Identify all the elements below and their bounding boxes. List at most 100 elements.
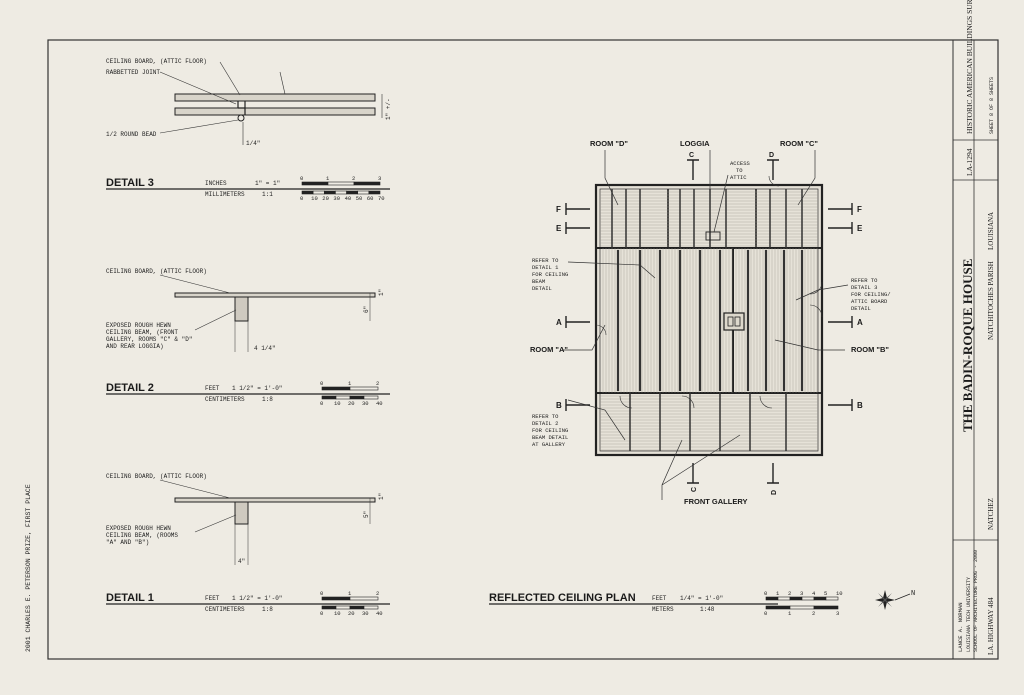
plan-scale-metric-tick-label: 3	[836, 610, 839, 617]
detail3-scale-unit-imperial: INCHES	[205, 180, 227, 187]
parish-name: NATCHITOCHES PARISH	[987, 261, 995, 340]
detail3-scale-metric-tick-label: 60	[367, 195, 374, 202]
plan-scale-imperial-segment	[801, 596, 815, 601]
detail2-title: DETAIL 2	[106, 382, 154, 394]
detail2-scale-ratio-metric: 1:8	[262, 396, 273, 403]
detail3-label-ceiling-board: CEILING BOARD, (ATTIC FLOOR)	[106, 58, 207, 65]
plan-ceiling-beams	[611, 189, 804, 451]
plan-scale-imperial-segment	[813, 596, 827, 601]
detail1-scale-imperial-tick-label: 1	[348, 590, 352, 597]
detail3-scale-imperial-segment	[327, 181, 355, 186]
detail1-label-beam-1: EXPOSED ROUGH HEWN	[106, 525, 171, 532]
plan-scale-unit-metric: METERS	[652, 606, 674, 613]
detail1-dim-depth: 5"	[363, 511, 370, 518]
detail2-dim-width: 4 1/4"	[254, 345, 276, 352]
detail3-scale-metric-tick-label: 0	[300, 195, 303, 202]
agency-name: HISTORIC AMERICAN BUILDINGS SURVEY	[965, 0, 974, 134]
section-c-bottom: C	[691, 487, 698, 492]
detail1-scale-imperial-segment	[349, 596, 379, 601]
plan-scale-imperial-tick-label: 1	[776, 590, 780, 597]
sheet-border	[47, 39, 999, 660]
detail3-scale-metric-segment	[312, 190, 325, 195]
plan-scale-imperial-tick-label: 0	[764, 590, 767, 597]
note-right-3: FOR CEILING/	[851, 291, 891, 298]
north-label: N	[911, 590, 915, 598]
section-e-right: E	[857, 224, 863, 233]
detail1-scale-metric-tick-label: 20	[348, 610, 355, 617]
detail3-scale-metric-segment	[335, 190, 347, 195]
detail1-dim-board: 1"	[378, 493, 385, 500]
plan-scale-metric-tick-label: 1	[788, 610, 792, 617]
detail-2: CEILING BOARD, (ATTIC FLOOR) EXPOSED ROU…	[106, 268, 390, 407]
detail2-label-beam-4: AND REAR LOGGIA)	[106, 343, 164, 350]
section-markers	[565, 159, 853, 484]
detail3-scale-metric-segment	[323, 190, 336, 195]
plan-scale-imperial-tick-label: 5	[824, 590, 827, 597]
note-left-3: FOR CEILING	[532, 271, 568, 278]
detail3-scale-imperial-tick-label: 1	[326, 175, 330, 182]
section-f-right: F	[857, 205, 862, 214]
detail1-scale-ratio-imperial: 1 1/2" = 1'-0"	[232, 595, 282, 602]
detail2-scale-ratio-imperial: 1 1/2" = 1'-0"	[232, 385, 282, 392]
label-room-d: ROOM "D"	[590, 139, 628, 148]
plan-title: REFLECTED CEILING PLAN	[489, 592, 636, 604]
detail3-scale-metric-tick-label: 70	[378, 195, 385, 202]
plan-scale-imperial-tick-label: 10	[836, 590, 843, 597]
note-left-5: DETAIL	[532, 285, 552, 292]
label-room-c: ROOM "C"	[780, 139, 818, 148]
access-line-1: ACCESS	[730, 160, 751, 167]
detail2-scale-metric-tick-label: 40	[376, 400, 383, 407]
plan-scale-imperial-tick-label: 3	[800, 590, 803, 597]
ceiling-plan: F F E E A A B B C D C D ROOM "D" LOGGIA …	[489, 139, 915, 617]
detail1-scale-metric-segment	[349, 605, 365, 610]
sheet-label: SHEET 8 OF 8 SHEETS	[989, 77, 995, 134]
plan-scale-imperial-tick-label: 2	[788, 590, 791, 597]
detail1-dim-width: 4"	[238, 558, 245, 565]
note-right-2: DETAIL 3	[851, 284, 877, 291]
detail3-scale-metric-tick-label: 30	[333, 195, 340, 202]
access-line-3: ATTIC	[730, 174, 747, 181]
note-bottom-4: BEAM DETAIL	[532, 434, 568, 441]
detail3-label-joint: RABBETTED JOINT	[106, 69, 160, 76]
detail-1: CEILING BOARD, (ATTIC FLOOR) EXPOSED ROU…	[106, 473, 390, 617]
detail2-label-beam-2: CEILING BEAM, (FRONT	[106, 329, 178, 336]
detail1-scale-imperial-segment	[321, 596, 351, 601]
detail1-label-beam-3: "A" AND "B")	[106, 539, 149, 546]
plan-scale-imperial-segment	[825, 596, 839, 601]
access-line-2: TO	[736, 167, 743, 174]
address: LA. HIGHWAY 484	[987, 597, 995, 655]
detail1-scale-imperial-tick-label: 0	[320, 590, 323, 597]
detail3-scale-metric-tick-label: 10	[311, 195, 318, 202]
detail2-label-beam-3: GALLERY, ROOMS "C" & "D"	[106, 336, 192, 343]
plan-scale-metric-segment	[789, 605, 815, 610]
detail1-scale-metric-tick-label: 10	[334, 610, 341, 617]
section-d-bottom: D	[771, 490, 778, 495]
plan-scale-imperial-segment	[765, 596, 779, 601]
detail3-scale-imperial-segment	[301, 181, 329, 186]
detail1-label-beam-2: CEILING BEAM, (ROOMS	[106, 532, 178, 539]
detail3-scale-metric-segment	[368, 190, 381, 195]
section-b-right: B	[857, 401, 863, 410]
detail2-scale-imperial-segment	[349, 386, 379, 391]
detail2-scale-metric-tick-label: 30	[362, 400, 369, 407]
plan-scale-metric-tick-label: 2	[812, 610, 815, 617]
detail2-scale-metric-segment	[335, 395, 351, 400]
label-front-gallery: FRONT GALLERY	[684, 497, 747, 506]
detail1-scale-metric-segment	[335, 605, 351, 610]
section-e-left: E	[556, 224, 562, 233]
detail3-scale-ratio-imperial: 1" = 1"	[255, 180, 280, 187]
attic-access-hatch	[705, 231, 721, 241]
note-bottom-2: DETAIL 2	[532, 420, 558, 427]
detail1-label-ceiling-board: CEILING BOARD, (ATTIC FLOOR)	[106, 473, 207, 480]
detail3-scale-metric-segment	[301, 190, 314, 195]
label-room-a: ROOM "A"	[530, 345, 568, 354]
label-loggia: LOGGIA	[680, 139, 710, 148]
detail2-scale-metric-tick-label: 0	[320, 400, 323, 407]
detail1-scale-unit-metric: CENTIMETERS	[205, 606, 245, 613]
